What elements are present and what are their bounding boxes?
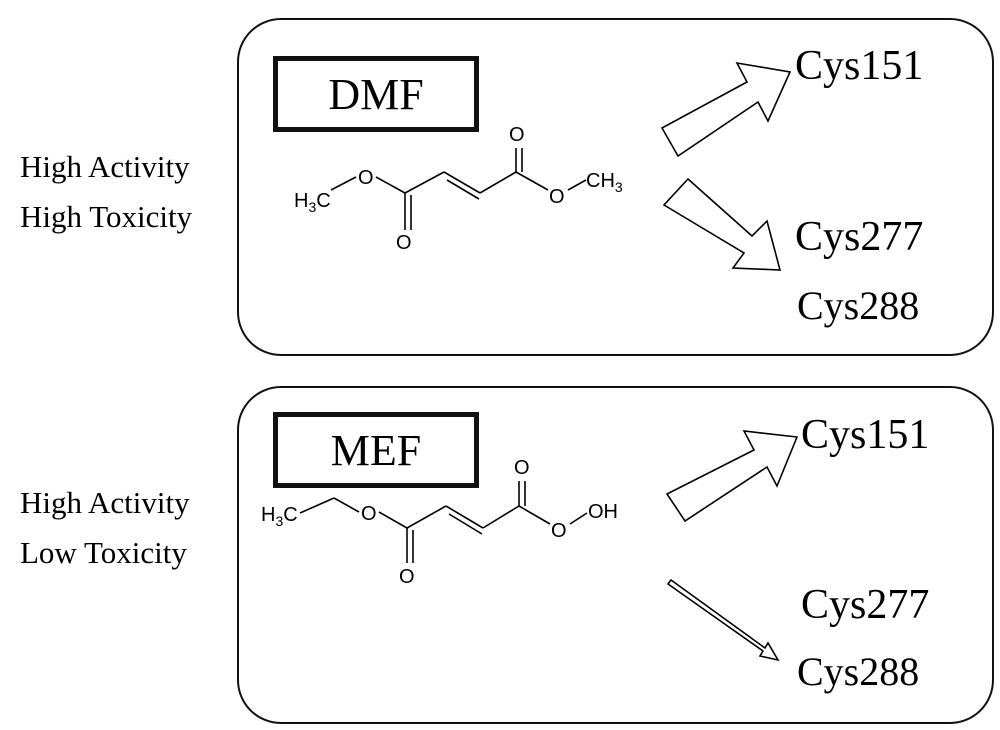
bond bbox=[515, 171, 549, 191]
carbonyl-oxygen-left: O bbox=[396, 232, 412, 254]
bond bbox=[404, 171, 445, 194]
methyl-left-label: H3C bbox=[294, 190, 331, 215]
methyl-left-label: H3C bbox=[261, 504, 298, 529]
target-cys151: Cys151 bbox=[795, 43, 924, 89]
bond bbox=[333, 497, 360, 513]
activity-label: High Activity bbox=[20, 149, 190, 184]
bond bbox=[567, 179, 587, 191]
ester-oxygen-right: O bbox=[549, 186, 565, 208]
compound-name: MEF bbox=[330, 425, 422, 475]
bond bbox=[482, 505, 520, 529]
ester-oxygen-left: O bbox=[358, 167, 374, 189]
bond bbox=[443, 171, 481, 194]
target-cys277: Cys277 bbox=[795, 214, 924, 260]
bond bbox=[445, 505, 484, 529]
toxicity-label: Low Toxicity bbox=[20, 535, 187, 570]
mef-panel: MEF bbox=[237, 386, 994, 724]
target-cys288: Cys288 bbox=[797, 283, 920, 328]
bond bbox=[330, 176, 357, 191]
bond bbox=[448, 513, 483, 535]
carbonyl-oxygen-right: O bbox=[514, 457, 530, 479]
activity-label: High Activity bbox=[20, 485, 190, 520]
bond bbox=[446, 179, 480, 200]
wide-arrow bbox=[662, 177, 782, 271]
hydroxyl-label: OH bbox=[588, 501, 618, 523]
bond bbox=[299, 497, 335, 514]
compound-name-box: DMF bbox=[273, 56, 479, 132]
methyl-right-label: CH3 bbox=[586, 170, 623, 195]
ester-oxygen: O bbox=[361, 503, 377, 525]
dmf-panel: DMF bbox=[237, 18, 994, 356]
target-cys277: Cys277 bbox=[801, 582, 930, 628]
bond bbox=[406, 505, 447, 529]
compound-name-box: MEF bbox=[273, 412, 479, 488]
bond bbox=[479, 171, 517, 194]
wide-arrow bbox=[665, 430, 799, 523]
carbonyl-oxygen-left: O bbox=[399, 566, 415, 588]
bond bbox=[569, 512, 588, 525]
carbonyl-oxygen-right: O bbox=[509, 124, 525, 146]
target-cys288: Cys288 bbox=[797, 649, 920, 694]
target-cys151: Cys151 bbox=[801, 412, 930, 458]
bond bbox=[378, 511, 408, 529]
compound-name: DMF bbox=[328, 69, 424, 119]
toxicity-label: High Toxicity bbox=[20, 199, 193, 234]
bond bbox=[518, 505, 551, 525]
thin-arrow bbox=[666, 578, 780, 662]
peroxy-oxygen: O bbox=[551, 520, 567, 542]
wide-arrow bbox=[660, 61, 792, 158]
bond bbox=[375, 176, 406, 194]
